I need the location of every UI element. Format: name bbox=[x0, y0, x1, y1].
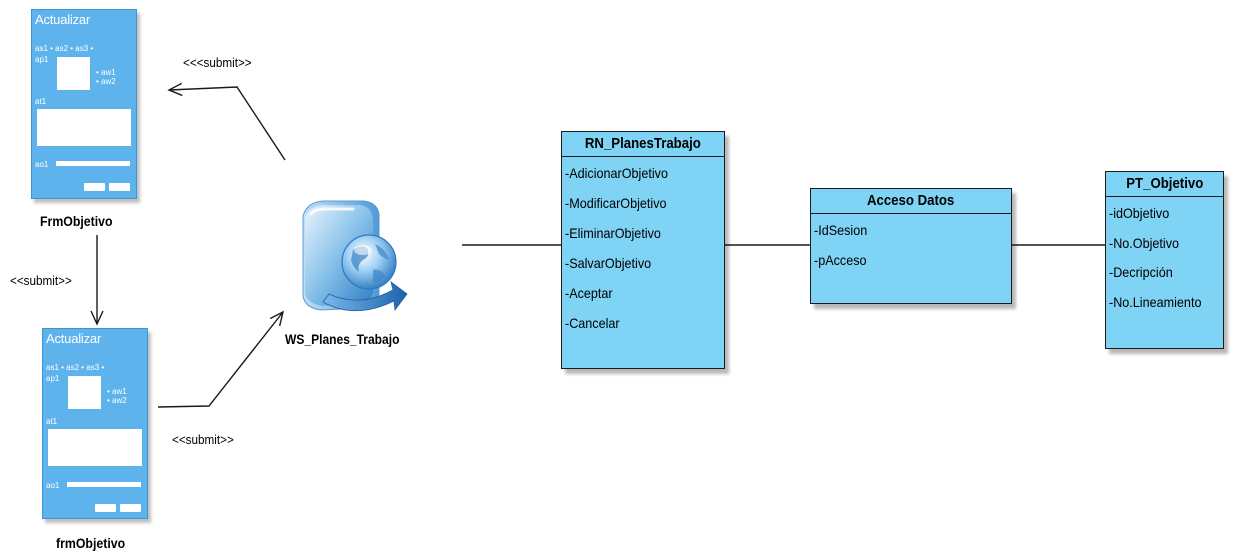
class-attribute: -No.Objetivo bbox=[1109, 234, 1180, 251]
form-button-2 bbox=[120, 504, 141, 512]
form-title: Actualizar bbox=[35, 12, 91, 27]
form-title: Actualizar bbox=[46, 331, 102, 346]
stereotype-submit-top: <<<submit>> bbox=[183, 55, 252, 70]
form-list-box bbox=[68, 376, 101, 409]
form-text-area bbox=[48, 429, 142, 466]
class-attribute: -No.Lineamiento bbox=[1109, 293, 1202, 310]
class-attribute: -ModificarObjetivo bbox=[565, 195, 667, 211]
form-button-1 bbox=[84, 183, 105, 191]
form-ao-label: ao1 bbox=[46, 481, 60, 490]
form-bar bbox=[67, 482, 141, 487]
form-aw2-label: • aw2 bbox=[96, 77, 116, 86]
class-attribute: -idObjetivo bbox=[1109, 205, 1170, 221]
form-label-frmobjetivo-2: frmObjetivo bbox=[56, 535, 126, 551]
form-row-labels: as1 • as2 • as3 • bbox=[46, 363, 105, 372]
form-ao-label: ao1 bbox=[35, 160, 49, 169]
form-aw1-label: • aw1 bbox=[96, 68, 116, 77]
class-attribute: -SalvarObjetivo bbox=[565, 255, 652, 271]
class-name: PT_Objetivo bbox=[1106, 172, 1223, 197]
form-ap-label: ap1 bbox=[46, 374, 60, 383]
form-aw2-label: • aw2 bbox=[107, 396, 127, 405]
form-list-box bbox=[57, 57, 90, 90]
form-at-label: at1 bbox=[46, 417, 58, 426]
form-frmobjetivo-icon: Actualizar as1 • as2 • as3 • ap1 • aw1 •… bbox=[31, 9, 137, 199]
submit-link-bottom bbox=[157, 310, 285, 408]
class-attribute: -AdicionarObjetivo bbox=[565, 165, 668, 181]
form-label-frmobjetivo: FrmObjetivo bbox=[40, 213, 113, 229]
form-bar bbox=[56, 161, 130, 166]
form-frmobjetivo-2-icon: Actualizar as1 • as2 • as3 • ap1 • aw1 •… bbox=[42, 328, 148, 519]
web-service-label: WS_Planes_Trabajo bbox=[285, 331, 400, 347]
form-at-label: at1 bbox=[35, 97, 47, 106]
form-button-2 bbox=[109, 183, 130, 191]
class-attribute: -IdSesion bbox=[814, 222, 868, 238]
form-text-area bbox=[37, 109, 131, 146]
form-button-1 bbox=[95, 504, 116, 512]
form-ap-label: ap1 bbox=[35, 55, 49, 64]
class-attribute: -pAcceso bbox=[814, 252, 867, 268]
form-row-labels: as1 • as2 • as3 • bbox=[35, 44, 94, 53]
class-rn-planestrabajo[interactable]: RN_PlanesTrabajo -AdicionarObjetivo -Mod… bbox=[561, 131, 725, 369]
class-attribute: -Cancelar bbox=[565, 315, 620, 331]
class-pt-objetivo[interactable]: PT_Objetivo -idObjetivo -No.Objetivo -De… bbox=[1105, 171, 1224, 349]
web-service-icon bbox=[302, 200, 408, 312]
class-attribute: -Aceptar bbox=[565, 285, 613, 301]
class-name: Acceso Datos bbox=[811, 189, 1011, 214]
stereotype-submit-left: <<submit>> bbox=[10, 273, 72, 288]
form-aw1-label: • aw1 bbox=[107, 387, 127, 396]
stereotype-submit-bottom: <<submit>> bbox=[172, 432, 234, 447]
submit-link-top bbox=[167, 82, 286, 161]
class-name: RN_PlanesTrabajo bbox=[562, 132, 724, 157]
class-attribute: -EliminarObjetivo bbox=[565, 225, 661, 241]
class-attribute: -Decripción bbox=[1109, 264, 1173, 280]
class-acceso-datos[interactable]: Acceso Datos -IdSesion -pAcceso bbox=[810, 188, 1012, 304]
